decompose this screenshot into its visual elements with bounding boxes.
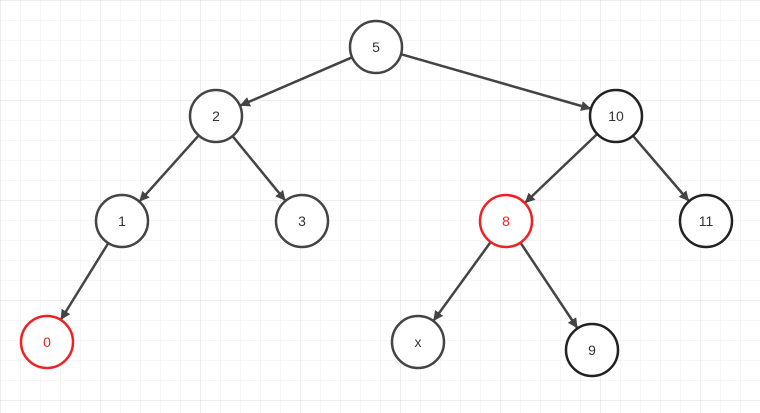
edge-n1-n0 bbox=[60, 242, 110, 320]
node-circle bbox=[588, 88, 644, 144]
node-circle bbox=[564, 322, 620, 378]
node-label: 9 bbox=[588, 342, 596, 358]
nodes-layer: 5 2 10 1 3 8 11 0 x 9 bbox=[19, 19, 734, 378]
edge-n5-n2 bbox=[239, 56, 353, 107]
node-label: 0 bbox=[43, 334, 51, 350]
node-circle bbox=[188, 88, 244, 144]
node-label: 5 bbox=[372, 39, 380, 55]
node-label: 1 bbox=[118, 213, 126, 229]
node-circle bbox=[390, 314, 446, 370]
tree-node-2: 2 bbox=[188, 88, 244, 144]
edge-n2-n3 bbox=[231, 135, 286, 201]
tree-node-1: 1 bbox=[94, 193, 150, 249]
edge-n2-n1 bbox=[139, 134, 200, 202]
node-circle bbox=[94, 193, 150, 249]
edge-n10-n11 bbox=[631, 134, 690, 202]
tree-node-9: 9 bbox=[564, 322, 620, 378]
tree-node-5: 5 bbox=[348, 19, 404, 75]
tree-node-8: 8 bbox=[478, 193, 534, 249]
edges-layer bbox=[60, 52, 690, 329]
node-label: 10 bbox=[608, 108, 624, 124]
tree-node-x: x bbox=[390, 314, 446, 370]
node-circle bbox=[478, 193, 534, 249]
edge-n10-n8 bbox=[524, 133, 599, 204]
node-label: x bbox=[415, 334, 422, 350]
node-label: 8 bbox=[502, 213, 510, 229]
node-label: 2 bbox=[212, 108, 220, 124]
node-circle bbox=[348, 19, 404, 75]
tree-node-0: 0 bbox=[19, 314, 75, 370]
edge-n8-nx bbox=[432, 241, 492, 322]
node-label: 3 bbox=[298, 213, 306, 229]
edge-n8-n9 bbox=[519, 241, 579, 329]
node-label: 11 bbox=[699, 213, 714, 229]
tree-node-10: 10 bbox=[588, 88, 644, 144]
tree-node-11: 11 bbox=[678, 193, 734, 249]
tree-node-3: 3 bbox=[274, 193, 330, 249]
node-circle bbox=[678, 193, 734, 249]
edge-n5-n10 bbox=[400, 52, 592, 111]
node-circle bbox=[19, 314, 75, 370]
node-circle bbox=[274, 193, 330, 249]
